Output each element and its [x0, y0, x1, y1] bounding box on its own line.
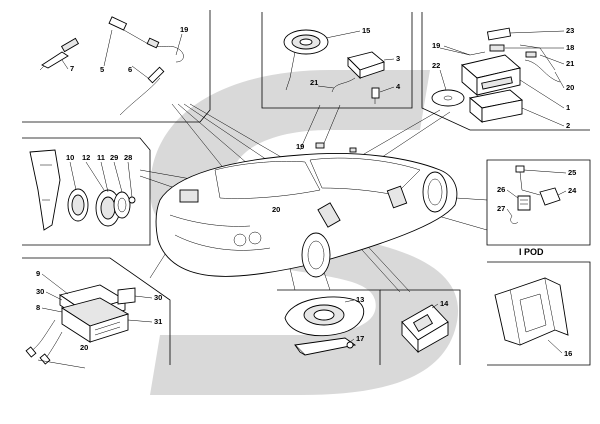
- label-3: 3: [396, 54, 400, 63]
- label-16: 16: [564, 349, 572, 358]
- label-8: 8: [36, 303, 40, 312]
- label-21: 21: [566, 59, 574, 68]
- label-19: 19: [432, 41, 440, 50]
- label-25: 25: [568, 168, 576, 177]
- label-27: 27: [497, 204, 505, 213]
- label-22: 22: [432, 61, 440, 70]
- section-frames: [22, 10, 591, 366]
- label-11: 11: [97, 153, 105, 162]
- label-13: 13: [356, 295, 364, 304]
- mounting-bracket: [494, 277, 569, 346]
- label-7: 7: [70, 64, 74, 73]
- amplifier: [25, 284, 136, 369]
- label-4: 4: [396, 82, 401, 91]
- label-24: 24: [568, 186, 577, 195]
- car-illustration: [155, 142, 458, 278]
- radio-head-unit: [431, 27, 561, 123]
- label-20: 20: [272, 205, 280, 214]
- label-29: 29: [110, 153, 118, 162]
- label-18: 18: [566, 43, 574, 52]
- label-9: 9: [36, 269, 40, 278]
- speaker-and-module: [283, 29, 385, 104]
- label-19: 19: [296, 142, 304, 151]
- label-leaders: [41, 29, 567, 354]
- label-28: 28: [124, 153, 132, 162]
- ipod-kit: [510, 165, 561, 224]
- label-23: 23: [566, 26, 574, 35]
- label-10: 10: [66, 153, 74, 162]
- label-26: 26: [497, 185, 505, 194]
- control-module: [401, 304, 449, 354]
- label-6: 6: [128, 65, 132, 74]
- label-12: 12: [82, 153, 90, 162]
- label-30: 30: [154, 293, 162, 302]
- door-speakers: [29, 149, 136, 231]
- label-20: 20: [80, 343, 88, 352]
- part-number-labels: 7 5 19 6 15 3 21 4 23 19 18 22 21 20 1 2…: [36, 25, 577, 358]
- ipod-section-title: I POD: [519, 247, 544, 257]
- label-14: 14: [440, 299, 449, 308]
- label-17: 17: [356, 334, 364, 343]
- label-21: 21: [310, 78, 318, 87]
- label-5: 5: [100, 65, 104, 74]
- label-20: 20: [566, 83, 574, 92]
- label-19: 19: [180, 25, 188, 34]
- label-31: 31: [154, 317, 162, 326]
- label-15: 15: [362, 26, 370, 35]
- subwoofer: [284, 296, 365, 356]
- label-2: 2: [566, 121, 570, 130]
- antenna-parts: [39, 16, 184, 116]
- label-1: 1: [566, 103, 570, 112]
- label-30: 30: [36, 287, 44, 296]
